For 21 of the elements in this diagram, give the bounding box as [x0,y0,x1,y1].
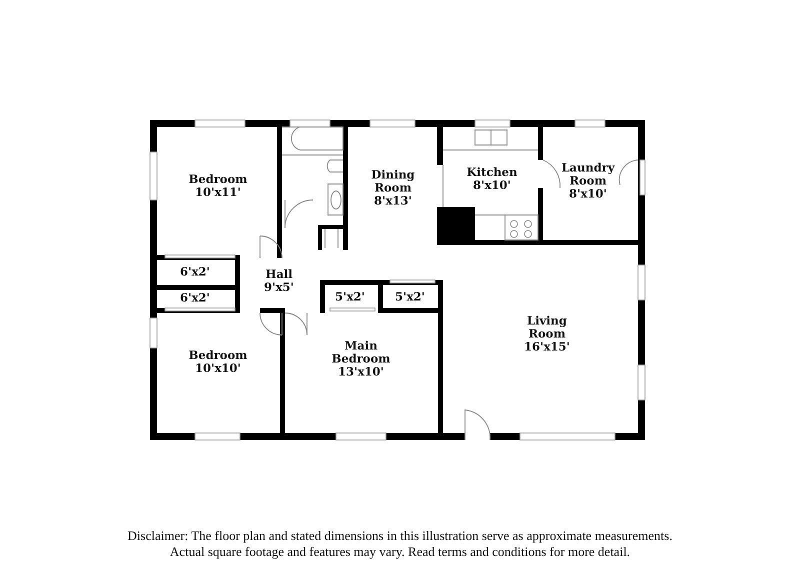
room-dimension: 10'x11' [194,186,242,199]
room-name: Laundry Room [560,162,616,188]
room-name: Bedroom [188,173,248,186]
room-dimension: 5'x2' [394,290,426,304]
room-name: Kitchen [466,166,518,179]
room-name: Dining Room [370,168,416,194]
room-dimension: 16'x15' [523,340,571,354]
room-dimension: 8'x10' [472,179,512,192]
room-name: Bedroom [188,349,248,362]
room-dimension: 6'x2' [179,266,211,278]
room-dimension: 6'x2' [179,292,211,304]
room-dimension: 8'x10' [568,188,608,200]
room-dimension: 9'x5' [263,281,295,294]
disclaimer-text: Disclaimer: The floor plan and stated dimensions in this illustration serve as approximate measurements. Actual square footage and features may vary. Read terms and conditions for more detail. [126,528,674,560]
room-dimension: 8'x13' [373,194,413,208]
room-dimension: 10'x10' [194,362,242,375]
room-dimension: 13'x10' [337,366,385,378]
room-name: Hall [264,268,294,281]
room-name: Living Room [526,314,568,340]
room-name: Main Bedroom [330,340,392,366]
room-dimension: 5'x2' [334,290,366,304]
